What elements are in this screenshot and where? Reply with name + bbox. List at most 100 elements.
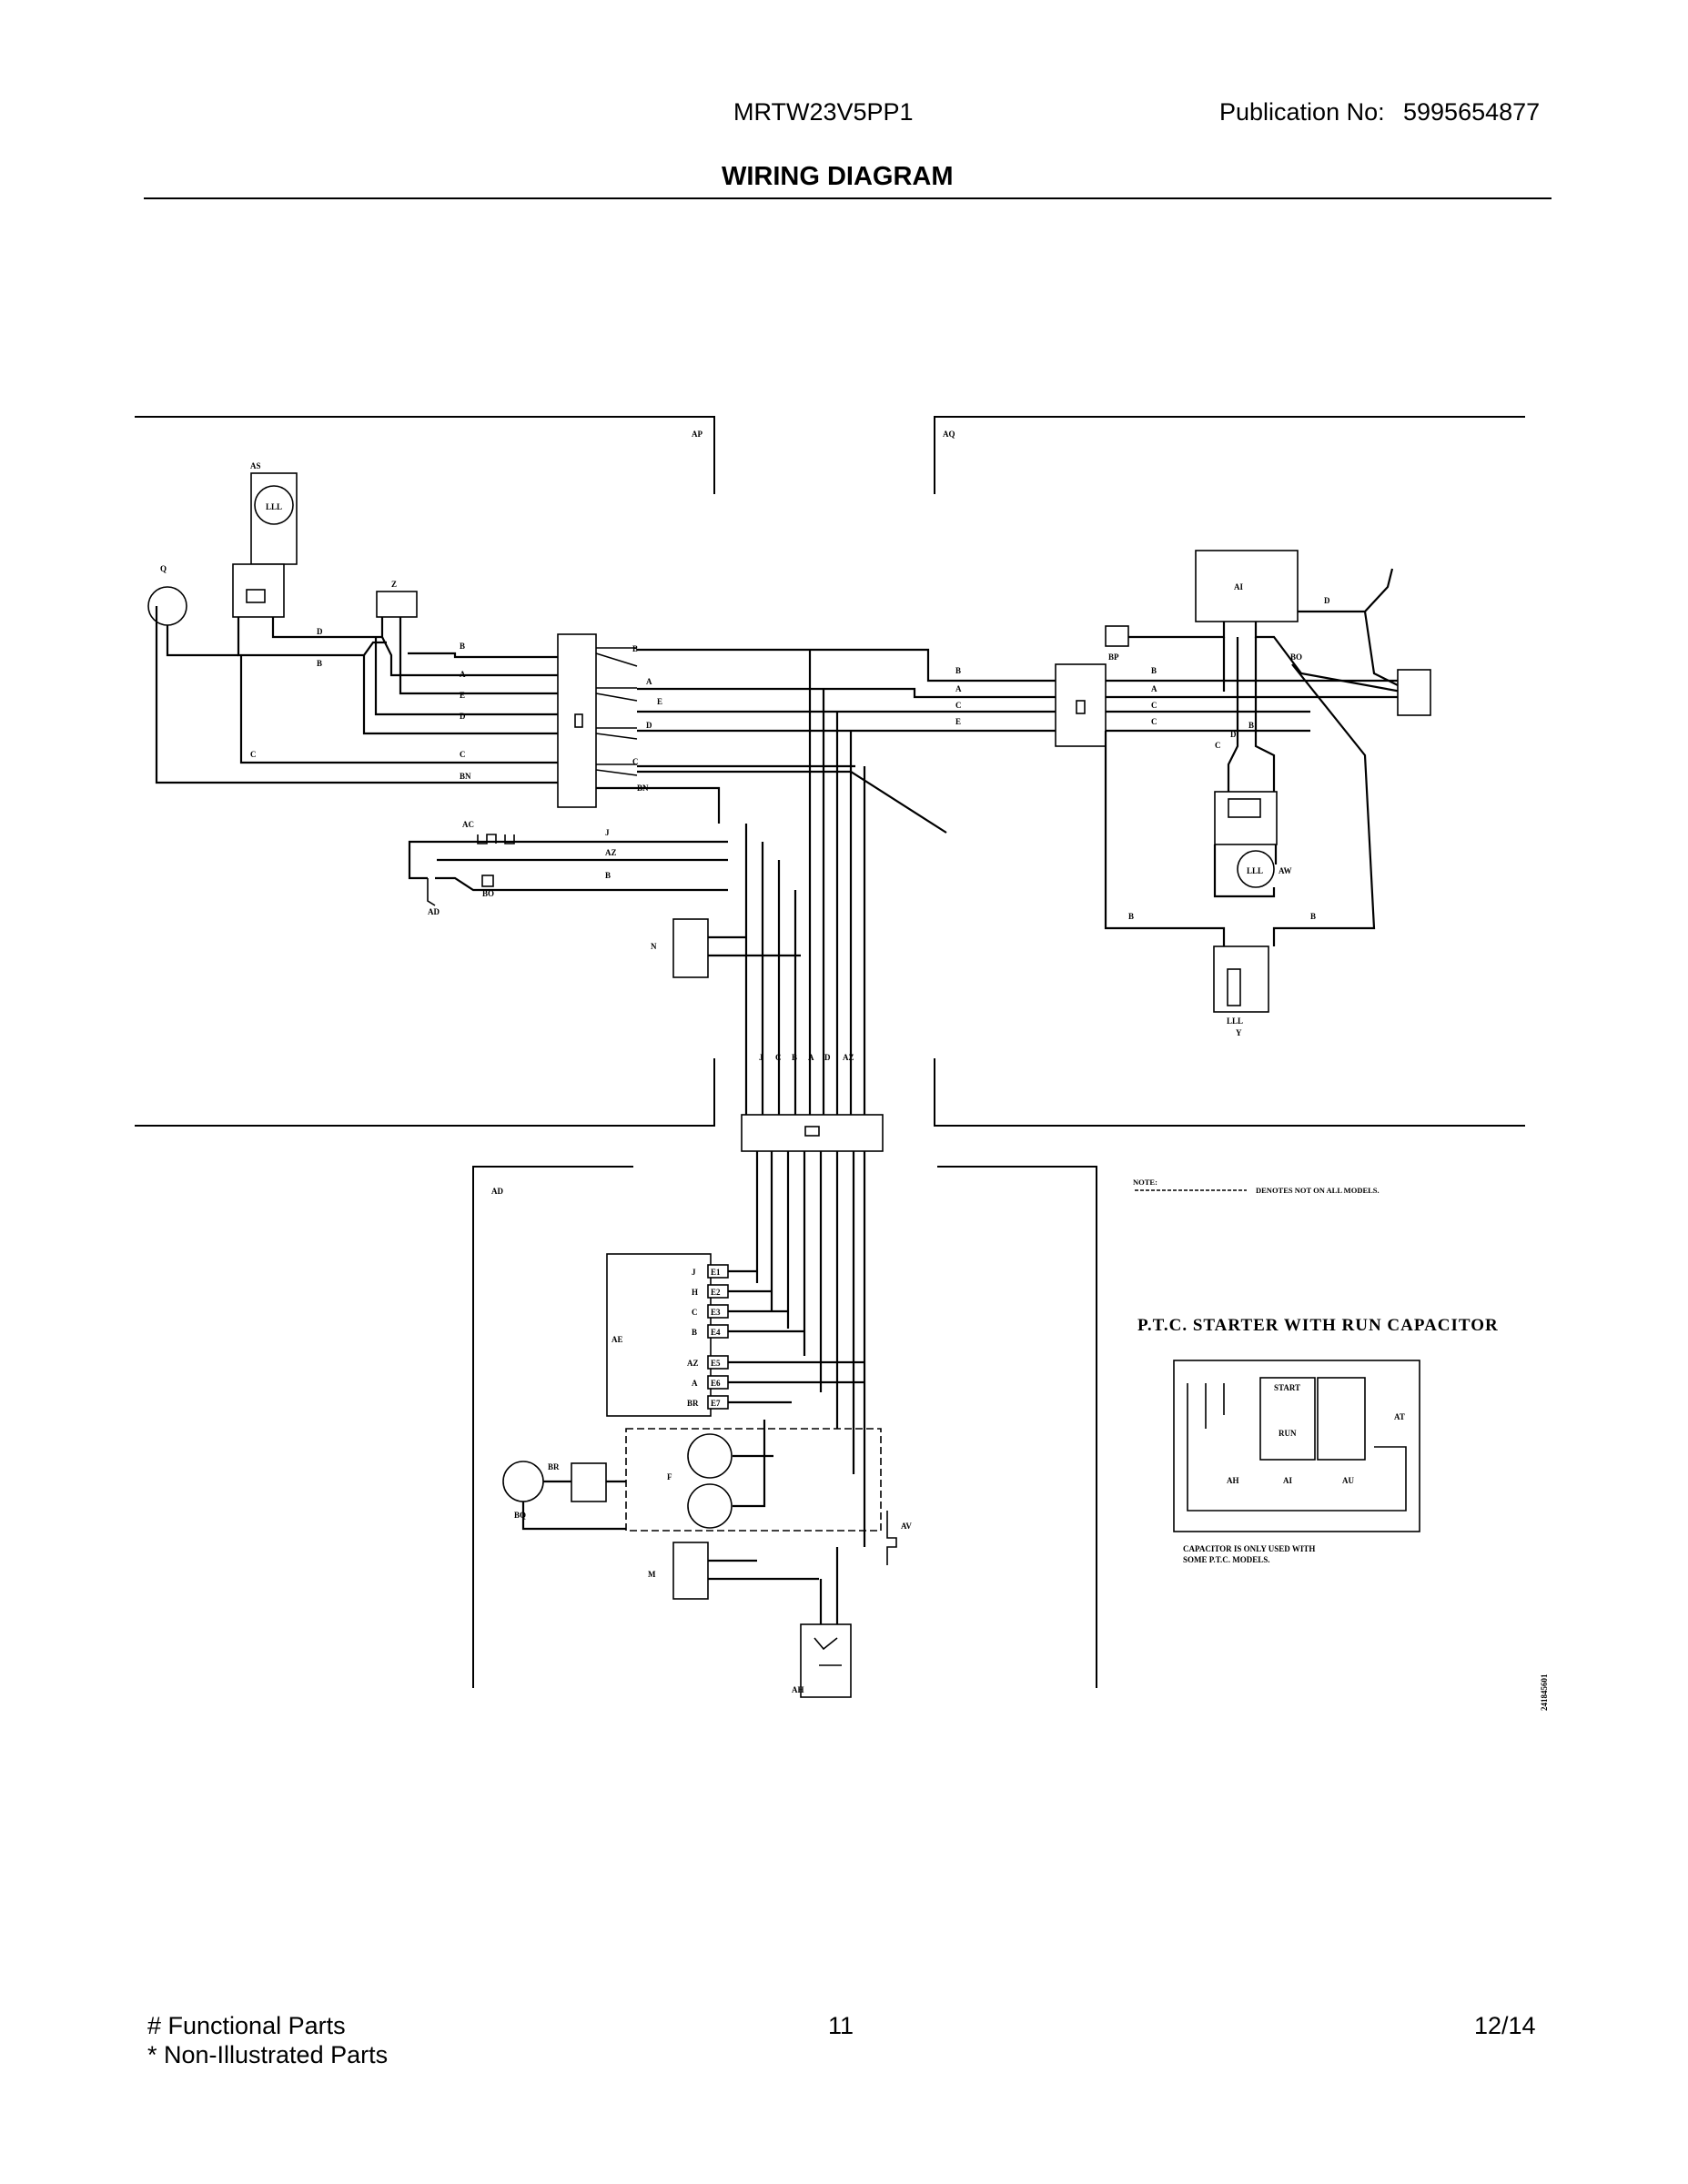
label-bp: BP (1108, 652, 1119, 662)
wire-az-v: AZ (843, 1053, 854, 1062)
wires-top (637, 648, 1421, 834)
pin-e4: E4 (711, 1328, 721, 1337)
label-ad-small: AD (428, 907, 440, 916)
label-ah: AH (792, 1685, 804, 1694)
svg-text:LLL: LLL (266, 502, 282, 511)
board-wire-az: AZ (687, 1359, 699, 1368)
label-av: AV (901, 1522, 912, 1531)
ptc-cap-note-2: SOME P.T.C. MODELS. (1183, 1555, 1270, 1564)
model-number: MRTW23V5PP1 (733, 98, 914, 126)
wire-j-1: J (605, 828, 610, 837)
note-label: NOTE: (1133, 1178, 1157, 1187)
pin-e3: E3 (711, 1308, 721, 1317)
ptc-run: RUN (1279, 1429, 1297, 1438)
footer-functional-note: # Functional Parts (147, 2012, 346, 2039)
label-aw: AW (1279, 866, 1292, 875)
ptc-inset: P.T.C. STARTER WITH RUN CAPACITOR START … (1137, 1316, 1499, 1564)
wire-b-left: B (317, 659, 322, 668)
ptc-label-au: AU (1342, 1476, 1354, 1485)
board-wire-j: J (692, 1268, 696, 1277)
label-y: Y (1236, 1028, 1242, 1037)
label-m: M (648, 1570, 656, 1579)
wire-e-2: E (657, 697, 662, 706)
pin-e1: E1 (711, 1268, 721, 1277)
wire-c-4: C (1151, 701, 1157, 710)
wire-b-4: B (1151, 666, 1157, 675)
wire-d-top: D (317, 627, 323, 636)
wire-a-4: A (1151, 684, 1157, 693)
board-wire-b: B (692, 1328, 697, 1337)
wire-b-right-3: B (1248, 721, 1254, 730)
label-z: Z (391, 580, 397, 589)
switch-n (672, 918, 801, 978)
panel-label-aq: AQ (943, 430, 955, 439)
wire-b-right-1: B (1128, 912, 1134, 921)
board-wire-a: A (692, 1379, 698, 1388)
wire-d-v: D (824, 1053, 831, 1062)
wire-c-left: C (250, 750, 257, 759)
wire-bn-2: BN (637, 784, 649, 793)
right-components: LLL LLL (1104, 550, 1431, 1026)
label-br: BR (548, 1462, 560, 1471)
panel-label-ap: AP (692, 430, 702, 439)
ptc-title: P.T.C. STARTER WITH RUN CAPACITOR (1137, 1316, 1499, 1335)
label-bo: BO (1290, 652, 1302, 662)
page-number: 11 (828, 2012, 854, 2039)
label-n: N (651, 942, 657, 951)
wire-b-right-2: B (1310, 912, 1316, 921)
wire-b-5: B (605, 871, 611, 880)
vertical-harness (741, 650, 884, 1547)
main-connector (557, 633, 638, 808)
pin-e5: E5 (711, 1359, 721, 1368)
wire-az-1: AZ (605, 848, 617, 857)
bottom-switches (672, 1511, 897, 1698)
page-title: WIRING DIAGRAM (722, 162, 954, 191)
label-ae: AE (612, 1335, 623, 1344)
ptc-start: START (1274, 1383, 1300, 1392)
board-wire-h: H (692, 1288, 698, 1297)
publication-number: 5995654877 (1403, 98, 1541, 126)
wire-c-1: C (460, 750, 466, 759)
control-board (606, 1253, 729, 1417)
label-bo-small: BO (482, 889, 494, 898)
pin-e7: E7 (711, 1399, 721, 1408)
wire-bn-1: BN (460, 772, 471, 781)
wire-e-1: E (460, 691, 465, 700)
wire-d-right-2: D (1230, 730, 1237, 739)
pin-e6: E6 (711, 1379, 721, 1388)
ptc-label-ah: AH (1227, 1476, 1239, 1485)
wire-c-right: C (1215, 741, 1221, 750)
side-code: 241845601 (1540, 1673, 1549, 1711)
wire-a-v: A (808, 1053, 814, 1062)
wire-a-2: A (646, 677, 652, 686)
label-as: AS (250, 461, 261, 470)
heater-row (408, 834, 728, 906)
panel-frames (135, 416, 1525, 1688)
wire-j-v: J (759, 1053, 763, 1062)
wire-d-1: D (460, 712, 466, 721)
wire-b-v: B (792, 1053, 797, 1062)
wire-b-1: B (460, 642, 465, 651)
label-f: F (667, 1472, 672, 1481)
lower-components (502, 1420, 882, 1532)
wire-c-3: C (955, 701, 962, 710)
ptc-label-at: AT (1394, 1412, 1405, 1421)
wire-a-1: A (460, 670, 466, 679)
header-rule (144, 197, 1552, 199)
panel-label-ad: AD (491, 1187, 503, 1196)
connector-right-pin (1076, 700, 1086, 714)
svg-text:LLL: LLL (1227, 1016, 1243, 1026)
pin-e2: E2 (711, 1288, 721, 1297)
ptc-label-ai: AI (1283, 1476, 1292, 1485)
note: NOTE: DENOTES NOT ON ALL MODELS. (1133, 1178, 1380, 1195)
ptc-cap-note-1: CAPACITOR IS ONLY USED WITH (1183, 1544, 1315, 1553)
left-components: LLL (147, 472, 721, 824)
wire-b-3: B (955, 666, 961, 675)
footer-date: 12/14 (1474, 2012, 1536, 2039)
wire-a-3: A (955, 684, 962, 693)
label-ac: AC (462, 820, 474, 829)
wire-d-right: D (1324, 596, 1330, 605)
wire-c-5: C (1151, 717, 1157, 726)
footer-non-illustrated-note: * Non-Illustrated Parts (147, 2041, 389, 2068)
